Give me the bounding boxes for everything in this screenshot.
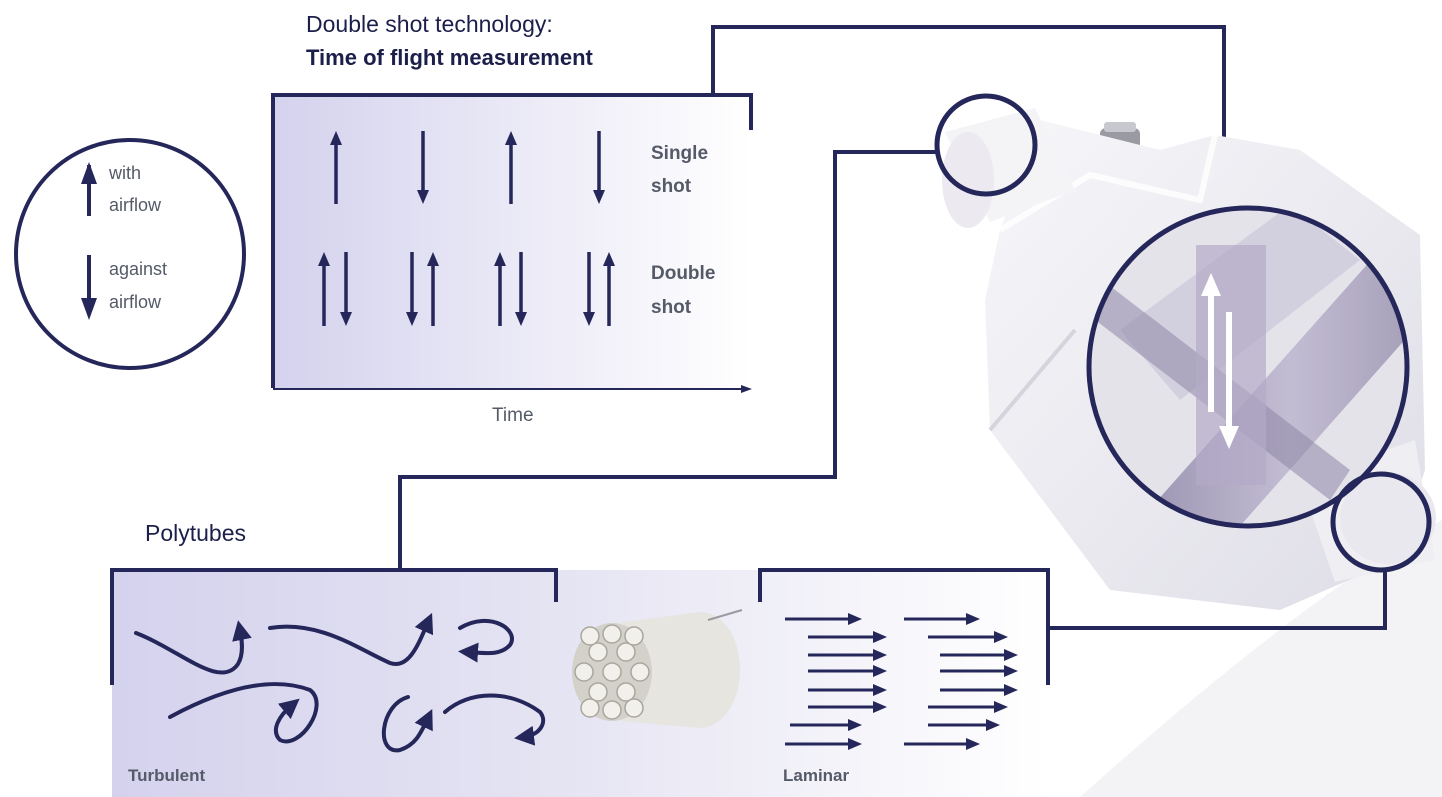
polytube-product	[572, 609, 743, 728]
connector-inlet-to-polytubes	[398, 150, 939, 572]
arrow-right-icon	[904, 738, 980, 750]
arrow-down-icon	[417, 131, 429, 204]
tube-channel	[616, 642, 636, 662]
sensor-magnifier	[1086, 205, 1410, 529]
single-shot-label-line2: shot	[651, 176, 692, 197]
tube-channel	[616, 682, 636, 702]
tube-channel	[624, 698, 644, 718]
diagram-title-line1: Double shot technology:	[306, 11, 553, 37]
arrow-right-icon	[808, 665, 887, 677]
arrow-up-icon	[494, 252, 506, 326]
connector-panel-to-sensor	[711, 25, 1226, 218]
legend-against-label-line2: airflow	[109, 292, 162, 312]
arrow-down-icon	[593, 131, 605, 204]
arrow-down-icon	[340, 252, 352, 326]
arrow-right-icon	[808, 701, 887, 713]
legend-against-label-line1: against	[109, 259, 168, 279]
arrow-down-icon	[406, 252, 418, 326]
diagram-title-line2: Time of flight measurement	[306, 45, 593, 70]
double-shot-label-line1: Double	[651, 263, 716, 284]
tube-channel	[602, 662, 622, 682]
arrow-right-icon	[928, 719, 1000, 731]
tube-channel	[574, 662, 594, 682]
arrow-right-icon	[808, 649, 887, 661]
outlet-highlight-circle	[1330, 471, 1432, 573]
arrow-right-icon	[785, 738, 862, 750]
arrow-right-icon	[940, 649, 1018, 661]
tube-channel	[602, 624, 622, 644]
turbulent-label: Turbulent	[128, 766, 206, 785]
inlet-highlight-circle	[934, 93, 1038, 197]
arrow-right-icon	[785, 613, 862, 625]
background-swoosh	[1080, 520, 1442, 797]
arrow-right-icon	[928, 631, 1008, 643]
tube-channel	[580, 626, 600, 646]
arrow-down-icon	[515, 252, 527, 326]
direction-legend	[14, 138, 246, 370]
tube-channel	[588, 682, 608, 702]
arrow-up-icon	[505, 131, 517, 204]
arrow-right-icon	[808, 631, 887, 643]
tube-channel	[602, 700, 622, 720]
polytubes-title: Polytubes	[145, 520, 247, 546]
double-shot-label-line2: shot	[651, 297, 692, 318]
arrow-right-icon	[904, 613, 980, 625]
tube-channel	[588, 642, 608, 662]
arrow-down-icon	[583, 252, 595, 326]
single-shot-label-line1: Single	[651, 143, 709, 164]
turbulent-flow-arrows	[134, 612, 546, 753]
connector-outlet-to-polytubes	[1048, 571, 1387, 630]
arrow-right-icon	[940, 684, 1018, 696]
time-axis-label: Time	[492, 405, 534, 426]
arrow-down-icon	[81, 255, 97, 320]
legend-with-label-line2: airflow	[109, 195, 162, 215]
tube-channel	[630, 662, 650, 682]
shot-arrows	[318, 131, 615, 326]
arrow-right-icon	[928, 701, 1008, 713]
legend-with-label-line1: with	[109, 163, 142, 183]
arrow-up-icon	[330, 131, 342, 204]
laminar-flow-arrows	[785, 613, 1018, 750]
arrow-up-icon	[81, 162, 97, 216]
arrow-right-icon	[808, 684, 887, 696]
ultrasonic-double-arrow-icon	[1201, 273, 1239, 449]
laminar-label: Laminar	[783, 766, 850, 785]
arrow-right-icon	[790, 719, 862, 731]
tube-channel	[624, 626, 644, 646]
arrow-right-icon	[940, 665, 1018, 677]
arrow-up-icon	[318, 252, 330, 326]
arrow-up-icon	[603, 252, 615, 326]
arrow-up-icon	[427, 252, 439, 326]
tube-channel	[580, 698, 600, 718]
